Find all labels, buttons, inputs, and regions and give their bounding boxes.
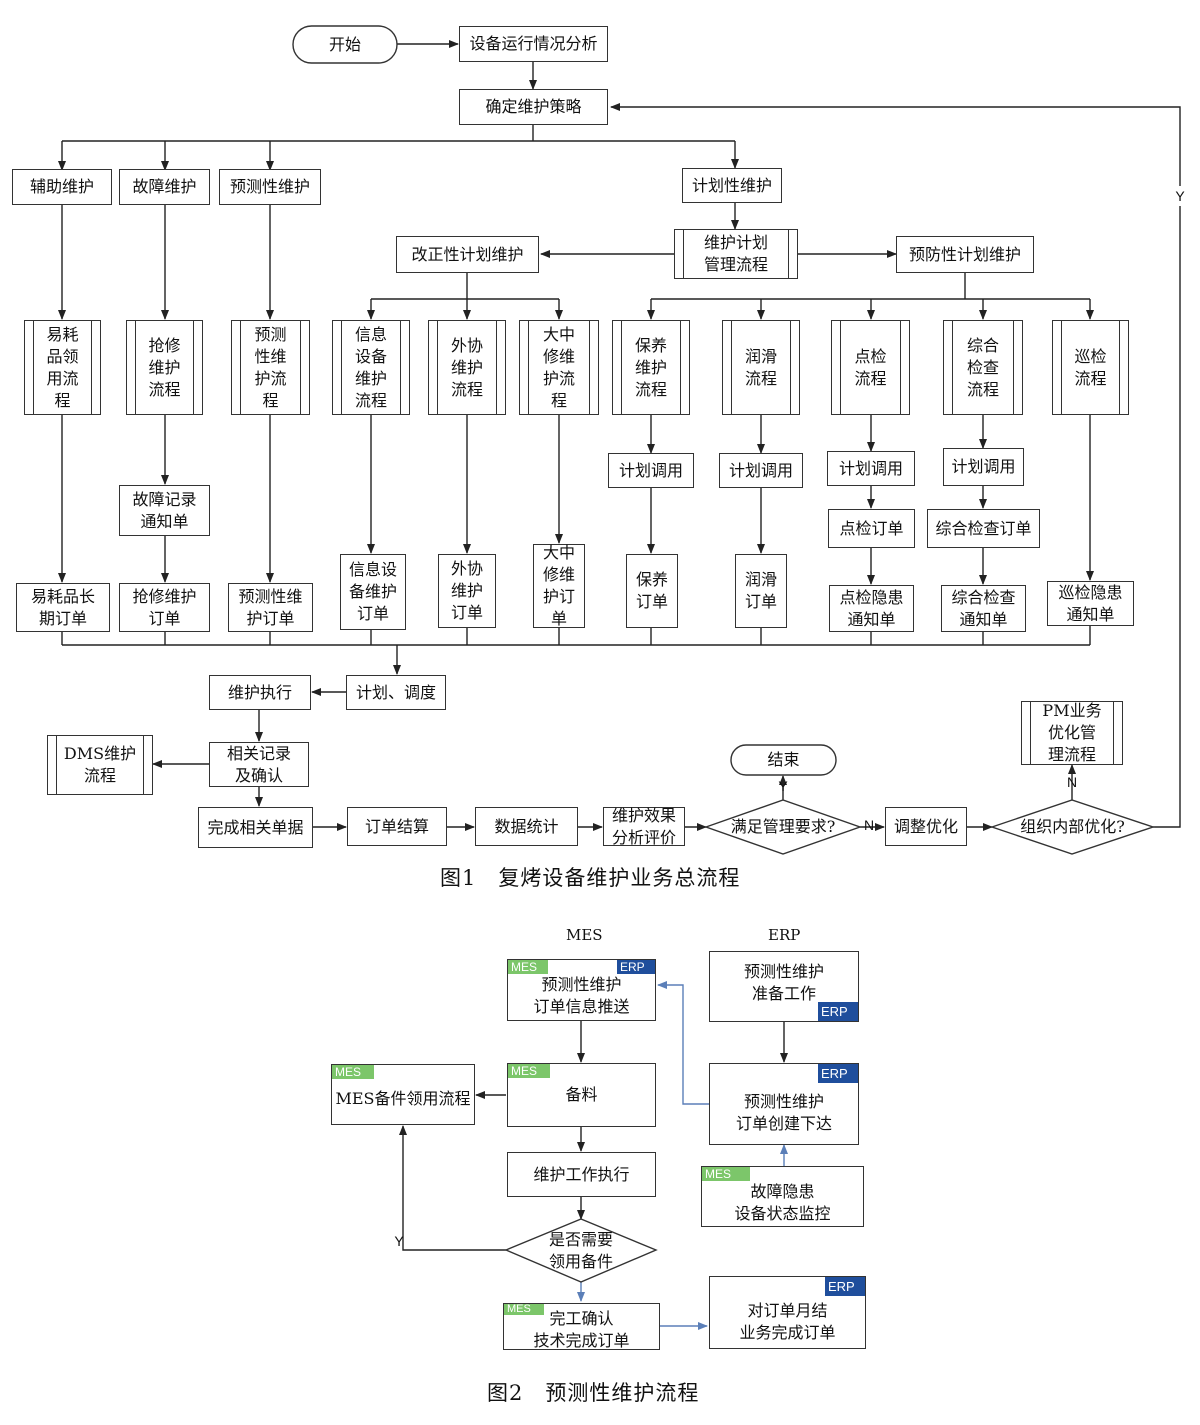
order-consumable: 易耗品长 期订单: [16, 583, 110, 632]
mes-tag: MES: [508, 960, 548, 974]
order-outsource: 外协 维护 订单: [438, 554, 496, 628]
schedule-box: 计划、调度: [346, 675, 446, 710]
strategy-box: 确定维护策略: [459, 89, 608, 125]
mes-tag: MES: [508, 1064, 550, 1078]
dms-process: DMS维护 流程: [47, 734, 153, 796]
spot-order-box: 点检订单: [828, 509, 915, 548]
pm-process: PM业务 优化管 理流程: [1021, 700, 1123, 766]
process-lube: 润滑 流程: [722, 319, 800, 416]
mes-parts-box: MES备件领用流程: [331, 1064, 475, 1125]
fig1-caption: 图1 复烤设备维护业务总流程: [440, 866, 741, 890]
label-y-parts: Y: [394, 1233, 404, 1249]
process-upkeep: 保养 维护 流程: [612, 319, 690, 416]
need-parts-decision: [504, 1218, 658, 1283]
start-label: 开始: [328, 34, 361, 54]
label-y-satisfy: Y: [778, 778, 788, 794]
call-plan-comprehensive: 计划调用: [943, 448, 1024, 486]
process-outsource: 外协 维护 流程: [428, 319, 506, 416]
mes-tag: MES: [332, 1065, 374, 1079]
process-it: 信息 设备 维护 流程: [332, 319, 410, 416]
process-consumable: 易耗 品领 用流 程: [24, 319, 101, 416]
comp-order-box: 综合检查订单: [927, 509, 1040, 548]
end-terminal: [730, 744, 837, 776]
order-upkeep: 保养 订单: [626, 554, 678, 628]
erp-tag: ERP: [818, 1002, 858, 1021]
optimize-label: 组织内部优化?: [1020, 817, 1125, 836]
plan-mgmt-process: 维护计划 管理流程: [674, 228, 798, 280]
fig2-caption: 图2 预测性维护流程: [487, 1381, 700, 1405]
type-plan-box: 计划性维护: [682, 168, 782, 203]
order-patrol: 巡检隐患 通知单: [1047, 581, 1134, 626]
order-comprehensive: 综合检查 通知单: [941, 585, 1026, 632]
erp-tag: ERP: [825, 1277, 865, 1296]
call-plan-upkeep: 计划调用: [608, 453, 694, 488]
analysis-box: 设备运行情况分析: [459, 26, 608, 62]
call-plan-spot: 计划调用: [827, 451, 915, 486]
type-fault-box: 故障维护: [119, 169, 210, 205]
process-patrol: 巡检 流程: [1052, 319, 1129, 416]
stats-box: 数据统计: [475, 807, 578, 846]
docs-box: 完成相关单据: [198, 807, 313, 848]
order-predictive: 预测性维 护订单: [228, 583, 313, 632]
col-mes-title: MES: [566, 926, 603, 944]
erp-tag: ERP: [818, 1064, 858, 1083]
label-n-satisfy: N: [863, 817, 875, 833]
optimize-decision: [989, 799, 1156, 855]
record-box: 相关记录 及确认: [209, 742, 309, 787]
preventive-box: 预防性计划维护: [896, 236, 1034, 273]
exec-box: 维护工作执行: [507, 1152, 656, 1197]
execute-box: 维护执行: [209, 675, 311, 710]
corrective-box: 改正性计划维护: [396, 236, 539, 273]
type-aux-box: 辅助维护: [12, 169, 112, 205]
settle-box: 订单结算: [347, 807, 447, 846]
order-overhaul: 大中 修维 护订 单: [533, 543, 585, 628]
process-spot: 点检 流程: [831, 319, 910, 416]
end-label: 结束: [767, 750, 800, 769]
order-it: 信息设 备维护 订单: [340, 554, 406, 630]
satisfy-label: 满足管理要求?: [730, 817, 836, 836]
erp-tag: ERP: [617, 960, 655, 974]
order-lube: 润滑 订单: [735, 554, 787, 628]
satisfy-decision: [703, 799, 863, 855]
evaluate-box: 维护效果 分析评价: [603, 806, 685, 847]
order-repair: 抢修维护 订单: [119, 583, 210, 632]
mes-tag: MES: [504, 1304, 544, 1315]
col-erp-title: ERP: [768, 926, 801, 944]
process-comprehensive: 综合 检查 流程: [943, 319, 1023, 416]
mes-tag: MES: [702, 1167, 750, 1181]
process-overhaul: 大中 修维 护流 程: [519, 319, 599, 416]
process-predictive: 预测 性维 护流 程: [231, 319, 310, 416]
type-predict-box: 预测性维护: [219, 169, 321, 205]
label-y-optimize: Y: [1173, 186, 1187, 206]
process-repair: 抢修 维护 流程: [126, 319, 203, 416]
fault-notice-box: 故障记录 通知单: [119, 485, 210, 536]
stock-box: 备料: [507, 1063, 656, 1127]
order-spot: 点检隐患 通知单: [829, 585, 914, 632]
start-terminal: [292, 25, 398, 64]
need-parts-label: 是否需要 领用备件: [548, 1230, 613, 1271]
label-n-optimize: N: [1066, 774, 1078, 790]
adjust-box: 调整优化: [885, 807, 967, 846]
call-plan-lube: 计划调用: [719, 453, 803, 488]
